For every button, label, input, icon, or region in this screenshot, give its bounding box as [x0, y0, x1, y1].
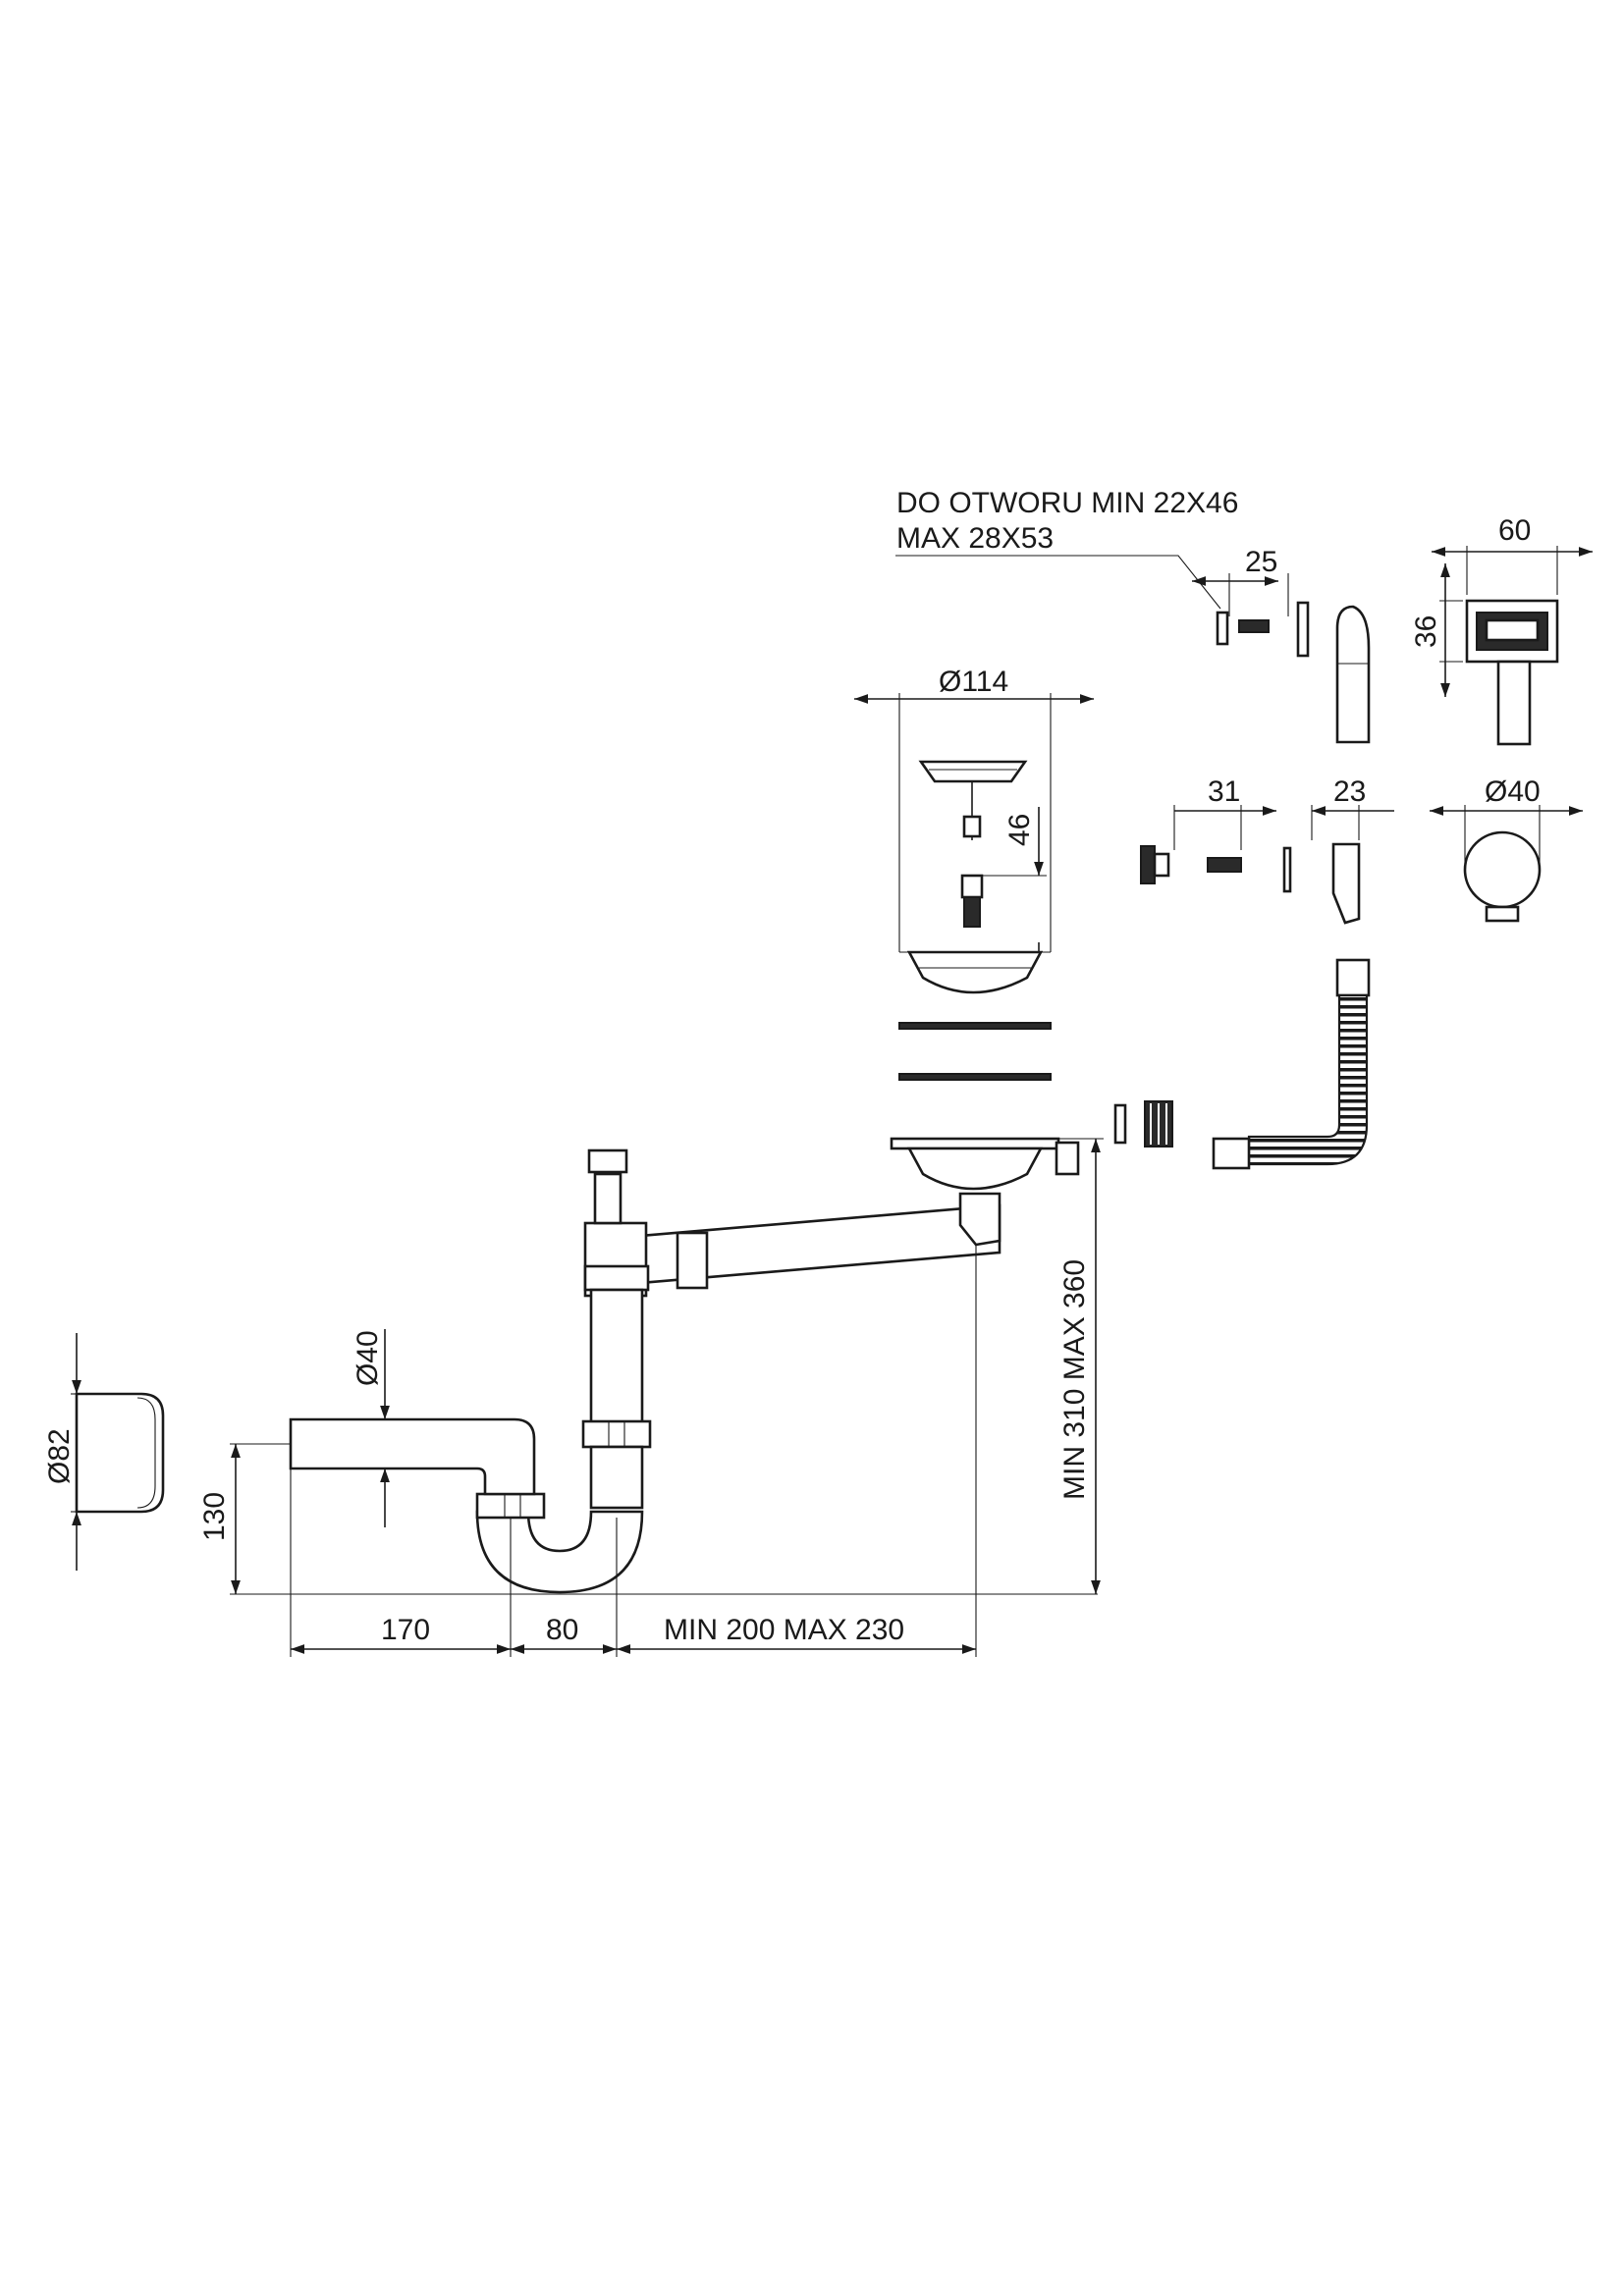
overflow-connector-assembly: 31 23 Ø40 [1140, 775, 1583, 925]
overflow-knob [1140, 845, 1156, 884]
round-fitting [1463, 830, 1542, 909]
overflow-elbow-cover [1335, 605, 1371, 744]
note-line-2: MAX 28X53 [896, 522, 1054, 555]
horizontal-drain-pipe [603, 1203, 1001, 1288]
gasket-2 [898, 1073, 1052, 1081]
hose-ribbed-section [1247, 993, 1369, 1166]
dim-pipe-len: 170 [381, 1614, 430, 1646]
overflow-cap-plate [1216, 611, 1229, 646]
dim-height-to-outlet: 130 [198, 1492, 231, 1541]
u-bend-trap [475, 1510, 644, 1594]
dim-overflow-height: 36 [1410, 615, 1442, 648]
sink-flange [890, 1137, 1060, 1150]
dim-outlet-dia-small: Ø40 [1485, 775, 1541, 808]
outlet-nut-assembly [1113, 1100, 1173, 1148]
vent-valve [593, 1172, 623, 1225]
wall-outlet-pipe [289, 1417, 536, 1496]
overflow-rosette-assembly: 25 60 36 [1192, 514, 1593, 746]
dim-overflow-screw2-len: 31 [1208, 775, 1240, 808]
wall-rosette-cap: Ø82 [43, 1333, 165, 1571]
strainer-plug [960, 874, 984, 899]
lower-nut [475, 1492, 546, 1520]
overflow-gasket [1296, 601, 1310, 658]
middle-nut [581, 1419, 652, 1449]
main-dimensions: Ø40 130 170 80 MIN 200 MAX 230 MIN 310 M… [198, 1138, 1104, 1657]
side-outlet [1055, 1141, 1080, 1176]
main-siphon-assembly [289, 1137, 1080, 1594]
vertical-pipe [589, 1288, 644, 1429]
flexible-overflow-hose [1212, 958, 1371, 1170]
overflow-screw-2 [1207, 857, 1242, 873]
note-leader-line [895, 555, 1221, 610]
wall-cap [75, 1392, 165, 1514]
upper-nut [583, 1264, 650, 1292]
overflow-screw-icon [1238, 619, 1270, 633]
dim-cap-dia: Ø82 [43, 1428, 76, 1484]
note-line-1: DO OTWORU MIN 22X46 [896, 487, 1238, 519]
dim-overflow-screw-len: 25 [1245, 546, 1277, 578]
dim-plug-stroke: 46 [1003, 814, 1036, 846]
strainer-basket [918, 760, 1028, 783]
dim-overflow-width: 60 [1498, 514, 1531, 547]
dim-strainer-dia: Ø114 [939, 666, 1008, 698]
overflow-box-pipe [1496, 660, 1532, 746]
gasket-1 [898, 1022, 1052, 1030]
dim-pipe-dia: Ø40 [352, 1330, 384, 1386]
strainer-basket-assembly: Ø114 46 [854, 666, 1094, 1081]
strainer-bowl [906, 950, 1044, 994]
mounting-hole-note: DO OTWORU MIN 22X46 MAX 28X53 [895, 487, 1238, 610]
dim-trap-offset: 80 [546, 1614, 578, 1646]
dim-vertical-range: MIN 310 MAX 360 [1058, 1259, 1091, 1500]
dim-connector-len: 23 [1333, 775, 1366, 808]
overflow-connector [1331, 842, 1361, 925]
dim-horizontal-range: MIN 200 MAX 230 [664, 1614, 904, 1646]
pipe-clamp [676, 1231, 709, 1290]
